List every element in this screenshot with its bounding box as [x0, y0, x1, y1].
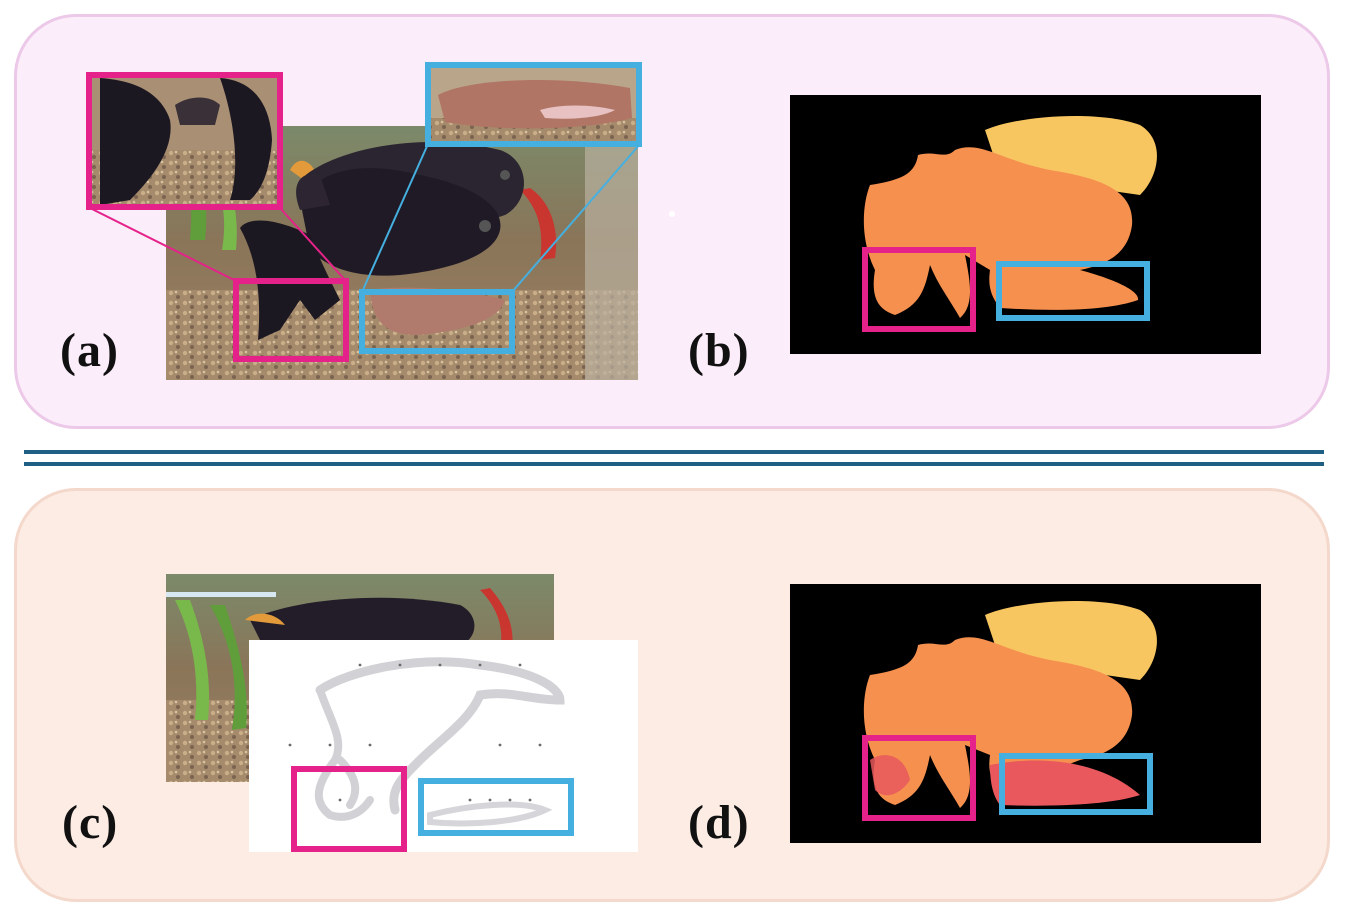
aquarium-photo-a — [166, 126, 638, 380]
divider-line-top — [24, 450, 1324, 454]
label-d: (d) — [688, 796, 750, 849]
box-blue-b — [996, 261, 1150, 321]
edge-map-c — [249, 640, 638, 852]
box-magenta-d — [862, 735, 976, 821]
zoom-inset-blue — [428, 65, 639, 144]
source-box-magenta-a — [233, 278, 349, 362]
box-magenta-b — [862, 247, 976, 332]
divider-line-bottom — [24, 462, 1324, 466]
zoom-inset-magenta — [89, 75, 280, 207]
label-c: (c) — [62, 796, 119, 849]
label-b: (b) — [688, 324, 750, 377]
segmentation-mask-b — [790, 95, 1261, 354]
zoom-inset-blue-frame — [425, 62, 642, 147]
label-a: (a) — [60, 324, 119, 377]
zoom-inset-magenta-frame — [86, 72, 283, 210]
source-box-blue-a — [359, 289, 515, 354]
box-blue-d — [999, 753, 1153, 815]
box-blue-c — [418, 778, 574, 836]
segmentation-mask-d — [790, 584, 1261, 843]
box-magenta-c — [291, 766, 407, 852]
